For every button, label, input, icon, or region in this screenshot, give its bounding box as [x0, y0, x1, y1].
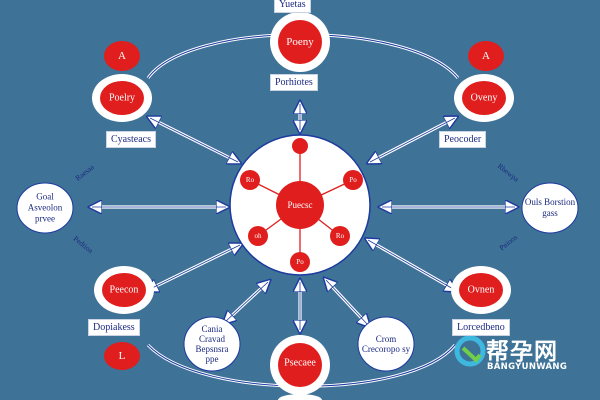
hub-spoke-node-lower-left — [248, 226, 268, 246]
hub-spoke-node-upper-right — [343, 170, 363, 190]
label-bottom-left: Dopiakess — [88, 319, 140, 336]
hub-core-text: Puecsc — [287, 200, 313, 210]
node-bottom-right-text: Ovnen — [467, 284, 495, 296]
badge-bottom-left-text: L — [118, 350, 126, 362]
hub-spoke-text-upper-right: Po — [349, 176, 357, 184]
hub-spoke-text-lower-left: oh — [254, 232, 262, 240]
label-top-left: Cyasteacs — [106, 131, 156, 148]
node-top-right-text: Oveny — [470, 92, 498, 104]
badge-top-left — [104, 41, 140, 71]
badge-top-right-text: A — [482, 50, 490, 62]
hub-spoke-text-lower-right: Ro — [335, 232, 345, 240]
node-bottom-right-fill — [459, 273, 503, 307]
label-top: Porhiotes — [270, 74, 318, 91]
watermark-logo-icon — [454, 335, 486, 367]
node-bottom-left-text: Peecon — [109, 284, 139, 296]
node-bottom-mid-left — [183, 316, 241, 372]
hub-spoke-text-upper-left: Ro — [245, 176, 255, 184]
node-bottom-mid-right-text: Crom Crecoropo sy — [361, 334, 411, 354]
label-top-title: Yuetas — [274, 0, 311, 13]
node-bottom-tail — [278, 394, 322, 400]
hub-spoke-node-top — [292, 138, 308, 154]
hub-spoke-node-lower-right — [330, 226, 350, 246]
hub-spoke-node-upper-left — [240, 170, 260, 190]
label-bottom-right: Lorcedbeno — [452, 319, 510, 336]
node-left — [16, 182, 74, 234]
node-left-text: Goal Asveolon prvee — [27, 191, 63, 224]
node-bottom-fill — [278, 343, 322, 387]
watermark-chinese-text: 帮孕网 — [486, 339, 558, 365]
node-top-right-fill — [462, 81, 506, 115]
label-top-right: Peocoder — [439, 131, 487, 148]
badge-top-right — [468, 41, 504, 71]
node-bottom-mid-left-text: Cania Cravad Bepsnsra ppe — [195, 324, 229, 364]
node-bottom-text: Psecaee — [284, 357, 316, 369]
badge-bottom-left — [104, 342, 140, 370]
hub-spoke-node-bottom — [290, 252, 310, 272]
node-top-fill — [278, 20, 322, 64]
node-top-left-text: Poelry — [108, 92, 136, 104]
hub-core — [276, 181, 324, 229]
node-top-text: Poeny — [286, 36, 314, 48]
badge-top-left-text: A — [118, 50, 126, 62]
node-right-text: Ouls Borstion gass — [524, 197, 576, 218]
node-bottom-mid-right — [357, 316, 415, 372]
node-top-left-fill — [100, 81, 144, 115]
watermark-english-text: BANGYUNWANG — [487, 362, 568, 372]
node-bottom-left-fill — [102, 273, 146, 307]
node-right — [521, 182, 579, 234]
hub-spoke-text-bottom: Po — [296, 258, 304, 266]
